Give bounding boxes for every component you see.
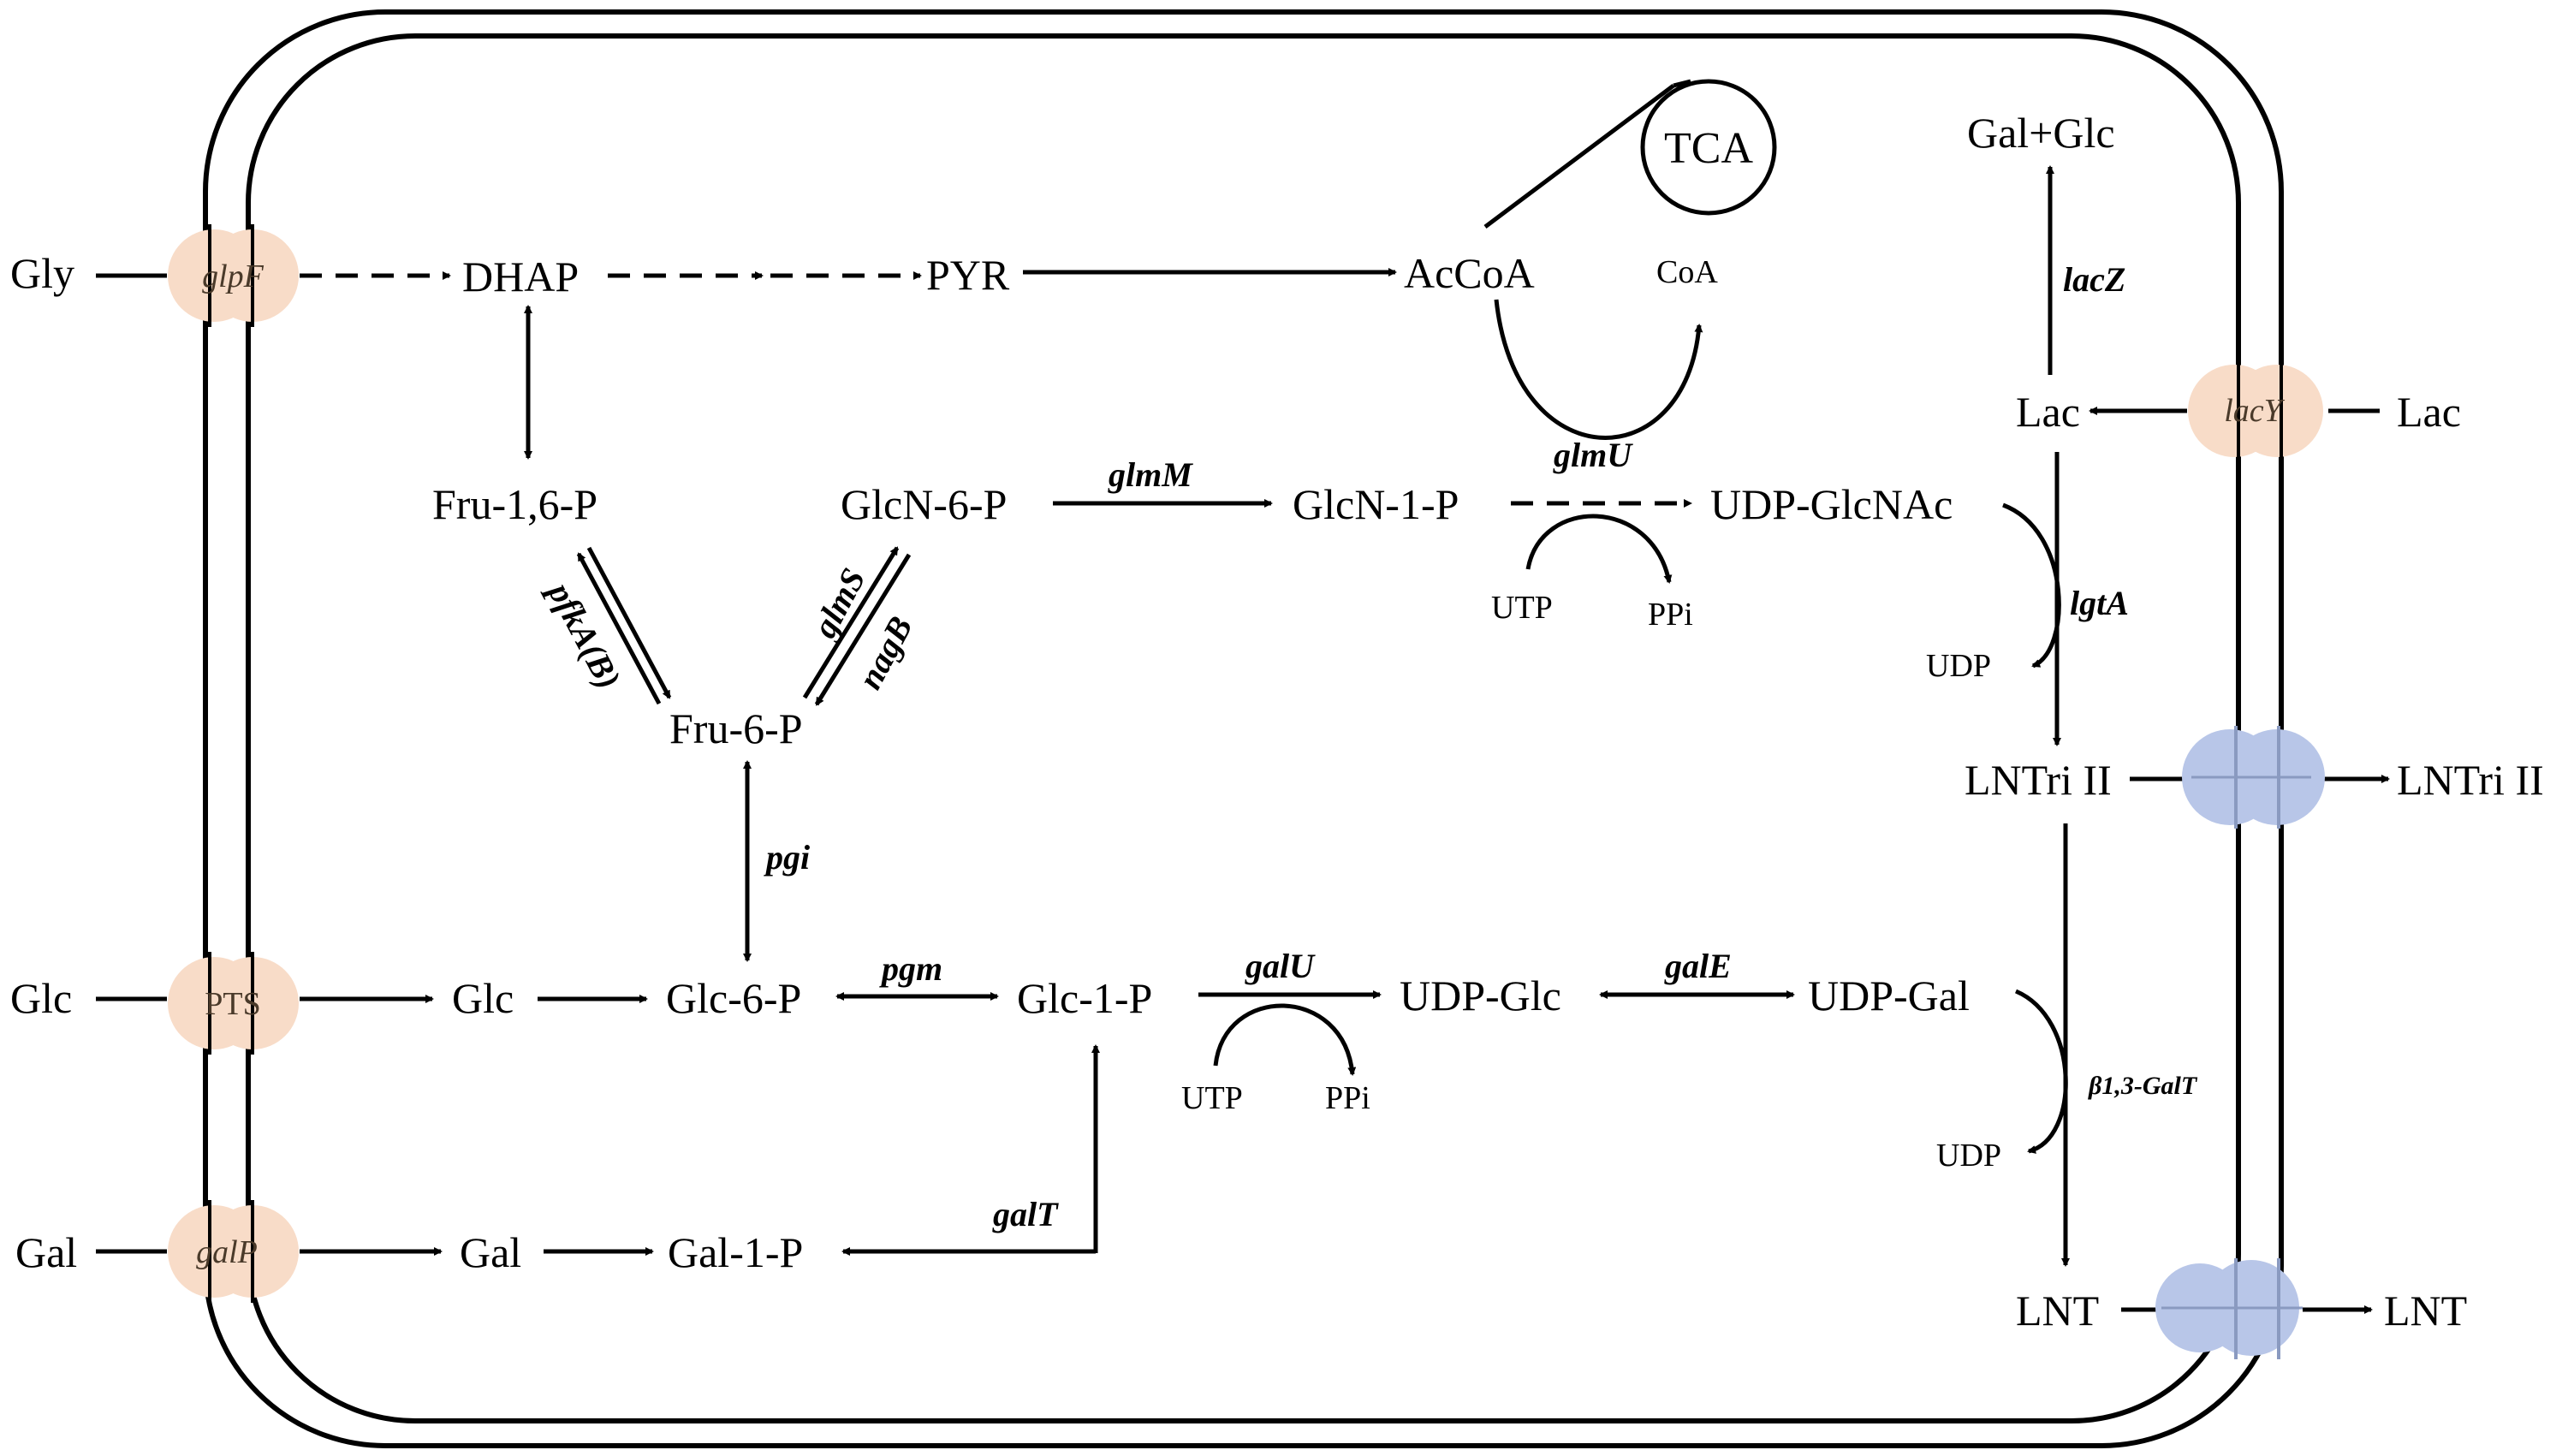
lntri-out-label: LNTri II	[2397, 756, 2544, 804]
pyr-label: PYR	[926, 251, 1010, 299]
tca-circle	[1640, 79, 1777, 216]
glmu-label: glmU	[1553, 436, 1633, 474]
gal1p-label: Gal-1-P	[668, 1228, 803, 1276]
utp-label-1: UTP	[1491, 590, 1553, 626]
glmm-label: glmM	[1108, 455, 1193, 494]
lntri-exporter	[2182, 726, 2325, 829]
pgm-label: pgm	[879, 949, 942, 988]
utp-label-2: UTP	[1181, 1080, 1243, 1116]
fru6p-to-fru16p-arrow	[576, 552, 662, 705]
svg-text:PTS: PTS	[205, 986, 260, 1022]
glc6p-label: Glc-6-P	[666, 974, 801, 1022]
glpf-transporter: glpF	[168, 224, 299, 327]
lac-out-label: Lac	[2397, 388, 2461, 436]
gal-out-label: Gal	[15, 1228, 77, 1276]
utp-ppi-arc-2	[1213, 1003, 1357, 1076]
svg-text:lacY: lacY	[2224, 393, 2285, 429]
outer-membrane	[203, 9, 2284, 1448]
glcn6p-label: GlcN-6-P	[841, 480, 1007, 528]
glcn1p-label: GlcN-1-P	[1293, 480, 1459, 528]
lnt-in-label: LNT	[2016, 1287, 2099, 1334]
glcn6p-to-fru6p-arrow	[814, 553, 912, 706]
udp-label-1: UDP	[1926, 648, 1991, 684]
fru16p-to-fru6p-arrow	[586, 546, 672, 699]
gale-label: galE	[1664, 947, 1732, 985]
gal-glc-label: Gal+Glc	[1967, 109, 2115, 157]
accoa-coa-arc	[1494, 299, 1703, 440]
accoa-label: AcCoA	[1404, 249, 1535, 297]
galt-label: galT	[992, 1195, 1059, 1233]
glc1p-label: Glc-1-P	[1017, 974, 1152, 1022]
udp-label-2: UDP	[1936, 1138, 2001, 1174]
lacy-transporter: lacY	[2188, 360, 2323, 462]
udp-gal-label: UDP-Gal	[1808, 972, 1970, 1019]
galu-label: galU	[1245, 947, 1316, 985]
tca-label: TCA	[1664, 124, 1753, 173]
lnt-exporter	[2155, 1258, 2303, 1359]
lgta-label: lgtA	[2070, 584, 2129, 622]
pts-transporter: PTS	[168, 952, 299, 1055]
glc-out-label: Glc	[10, 974, 72, 1022]
fru16p-label: Fru-1,6-P	[432, 480, 597, 528]
svg-text:galP: galP	[196, 1234, 258, 1270]
ppi-label-1: PPi	[1648, 597, 1693, 633]
lnt-out-label: LNT	[2384, 1287, 2467, 1334]
galp-transporter: galP	[168, 1200, 299, 1303]
pfka-label: pfkA(B)	[540, 573, 629, 694]
inner-membrane	[246, 33, 2241, 1423]
ppi-label-2: PPi	[1325, 1080, 1370, 1116]
coa-label: CoA	[1656, 254, 1718, 290]
b13galt-label: β1,3-GalT	[2088, 1072, 2198, 1100]
nagb-label: nagB	[850, 610, 919, 696]
tca-entry-line	[1673, 79, 1691, 88]
lntri-in-label: LNTri II	[1965, 756, 2112, 804]
udp-glc-label: UDP-Glc	[1400, 972, 1561, 1019]
accoa-to-tca-line	[1483, 84, 1675, 229]
gly-out-label: Gly	[10, 249, 74, 297]
pgi-label: pgi	[764, 838, 810, 877]
lac-in-label: Lac	[2016, 388, 2080, 436]
lacz-label: lacZ	[2063, 260, 2125, 299]
gal-in-label: Gal	[460, 1228, 521, 1276]
utp-ppi-arc-1	[1525, 514, 1673, 584]
svg-text:glpF: glpF	[202, 259, 265, 294]
fru6p-to-glcn6p-arrow	[802, 546, 900, 699]
dhap-label: DHAP	[462, 253, 579, 300]
fru6p-label: Fru-6-P	[669, 704, 803, 752]
udpglcnac-udp-arc	[2002, 502, 2061, 669]
glc-in-label: Glc	[452, 974, 514, 1022]
udp-glcnac-label: UDP-GlcNAc	[1710, 480, 1953, 528]
udpgal-udp-arc	[2015, 989, 2068, 1154]
